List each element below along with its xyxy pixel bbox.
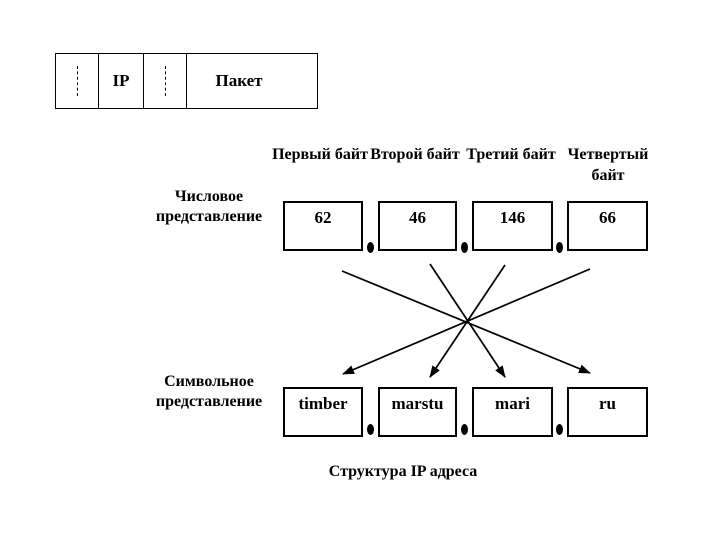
byte-header-second: Второй байт xyxy=(370,146,460,163)
byte-header-first: Первый байт xyxy=(272,146,368,163)
byte-header-third: Третий байт xyxy=(466,146,556,163)
numeric-byte-box-2: 46 xyxy=(378,201,457,251)
symbolic-segment-box-4: ru xyxy=(567,387,648,437)
symbolic-representation-label: Символьное представление xyxy=(155,373,263,410)
numeric-byte-box-1: 62 xyxy=(283,201,363,251)
packet-cell-mid xyxy=(144,54,187,108)
numeric-byte-box-3: 146 xyxy=(472,201,553,251)
packet-cell-left xyxy=(56,54,99,108)
symbolic-segment-box-2: marstu xyxy=(378,387,457,437)
dot-separator-icon xyxy=(367,242,374,253)
dashed-continuation-right-icon xyxy=(164,66,166,96)
diagram-caption: Структура IP адреса xyxy=(328,463,478,480)
dashed-continuation-left-icon xyxy=(76,66,78,96)
arrow-byte2-to-segment3 xyxy=(429,263,506,378)
packet-cell-payload: Пакет xyxy=(187,54,317,108)
ip-packet-frame: IP Пакет xyxy=(55,53,318,109)
arrow-byte4-to-segment1 xyxy=(342,268,591,375)
numeric-byte-box-4: 66 xyxy=(567,201,648,251)
dot-separator-icon xyxy=(367,424,374,435)
arrow-byte1-to-segment4 xyxy=(341,270,591,374)
ip-label: IP xyxy=(112,71,130,90)
arrow-byte3-to-segment2 xyxy=(429,264,506,378)
packet-label: Пакет xyxy=(215,71,263,90)
dot-separator-icon xyxy=(556,424,563,435)
symbolic-segment-box-1: timber xyxy=(283,387,363,437)
symbolic-segment-box-3: mari xyxy=(472,387,553,437)
dot-separator-icon xyxy=(461,242,468,253)
byte-header-fourth: Четвертый байт xyxy=(567,146,649,184)
dot-separator-icon xyxy=(556,242,563,253)
packet-cell-ip: IP xyxy=(99,54,144,108)
numeric-representation-label: Числовое представление xyxy=(155,188,263,225)
dot-separator-icon xyxy=(461,424,468,435)
